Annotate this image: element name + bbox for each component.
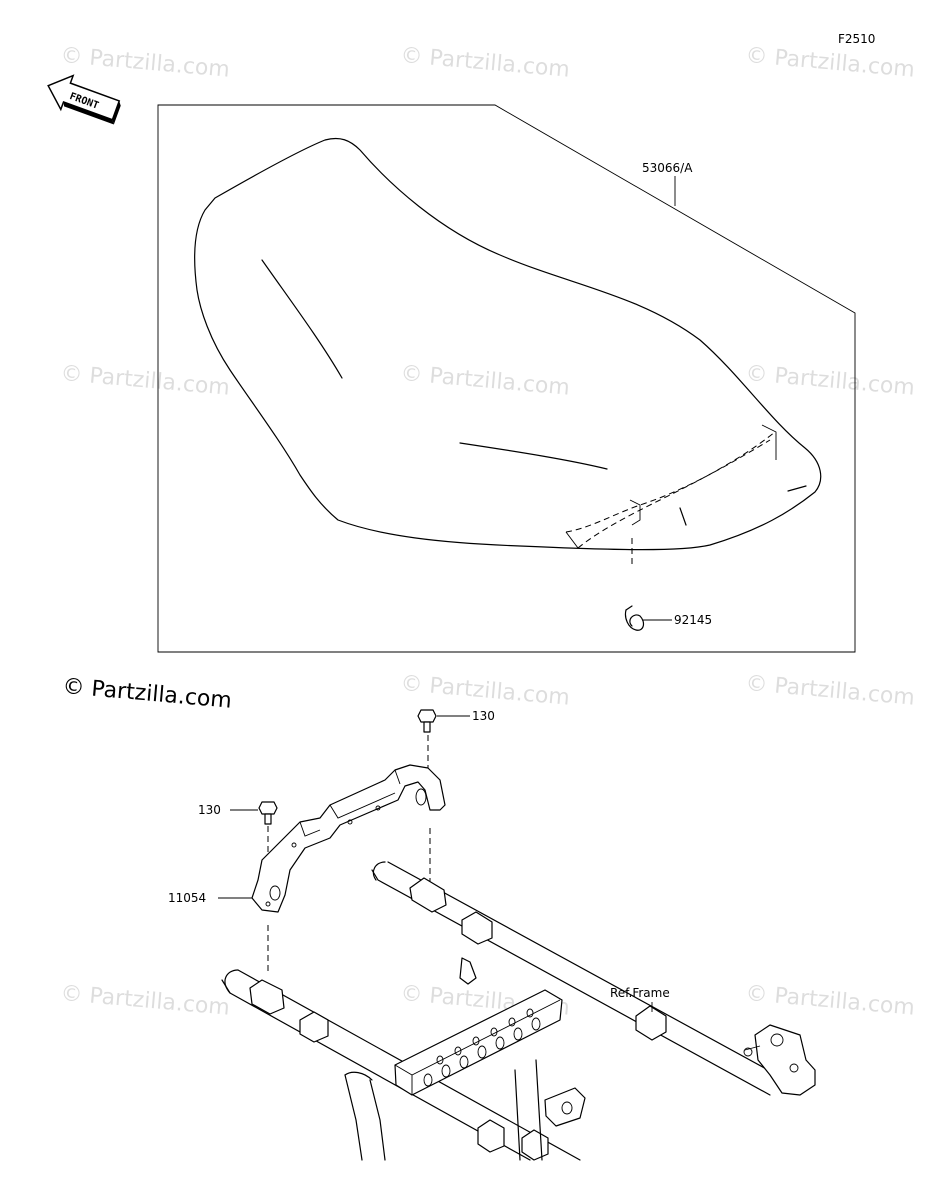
watermark: © Partzilla.com bbox=[399, 361, 570, 401]
watermark: © Partzilla.com bbox=[59, 43, 230, 83]
frame-ref-label: Ref.Frame bbox=[610, 986, 670, 1000]
bracket-part-label: 11054 bbox=[168, 891, 206, 905]
watermark: © Partzilla.com bbox=[59, 981, 230, 1021]
bolt-top-part-label: 130 bbox=[472, 709, 495, 723]
seat-drawing bbox=[194, 137, 822, 565]
watermark: © Partzilla.com bbox=[744, 361, 915, 401]
watermark: © Partzilla.com bbox=[744, 671, 915, 711]
watermark: © Partzilla.com bbox=[744, 981, 915, 1021]
watermark: © Partzilla.com bbox=[399, 671, 570, 711]
bolt-icon bbox=[258, 801, 278, 825]
spring-icon bbox=[624, 605, 645, 631]
bolt-icon bbox=[417, 709, 437, 733]
seat-assembly-box bbox=[157, 104, 856, 653]
frame-drawing bbox=[221, 861, 816, 1161]
bolt-left-part-label: 130 bbox=[198, 803, 221, 817]
copyright-label: © Partzilla.com bbox=[61, 674, 232, 714]
watermarks: © Partzilla.com © Partzilla.com © Partzi… bbox=[59, 43, 915, 1021]
front-arrow-icon: FRONT bbox=[47, 74, 121, 125]
watermark: © Partzilla.com bbox=[744, 43, 915, 83]
diagram-id: F2510 bbox=[838, 32, 875, 46]
watermark: © Partzilla.com bbox=[399, 43, 570, 83]
bracket-drawing bbox=[251, 764, 446, 913]
watermark: © Partzilla.com bbox=[59, 361, 230, 401]
spring-part-label: 92145 bbox=[674, 613, 712, 627]
seat-part-label: 53066/A bbox=[642, 161, 693, 175]
